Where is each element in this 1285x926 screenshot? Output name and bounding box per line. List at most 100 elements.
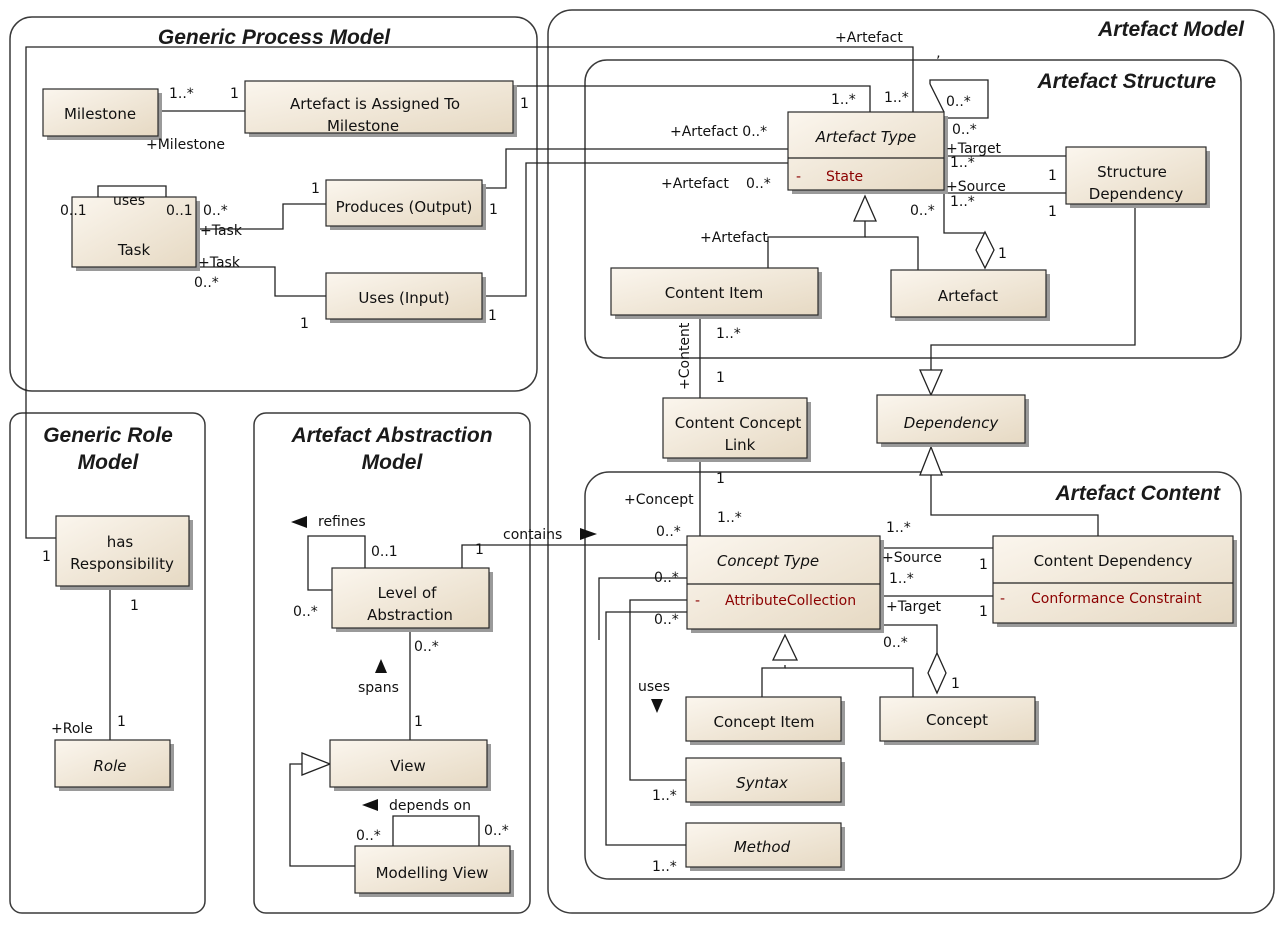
class-milestone[interactable]: Milestone	[42, 88, 162, 140]
association-labels: 1..* 1 +Milestone 1 +Artefact 1..* 1..* …	[42, 30, 1057, 875]
multiplicity: 1..*	[886, 520, 911, 536]
class-name: Artefact is Assigned To	[290, 95, 460, 113]
role-label: +Task	[198, 255, 241, 271]
multiplicity: 1..*	[889, 571, 914, 587]
class-concept-item[interactable]: Concept Item	[685, 696, 845, 745]
class-name-line2: Milestone	[327, 117, 399, 135]
generalization-arrow	[919, 445, 943, 476]
attribute-visibility: -	[695, 593, 700, 609]
class-name: Method	[734, 838, 791, 856]
multiplicity: 1	[230, 86, 239, 102]
class-name: Artefact Type	[815, 128, 916, 146]
package-title-line2: Model	[78, 451, 140, 474]
class-produces-output[interactable]: Produces (Output)	[325, 179, 486, 230]
multiplicity: 0..*	[910, 203, 935, 219]
multiplicity: 0..*	[656, 524, 681, 540]
class-structure-dependency[interactable]: Structure Dependency	[1065, 146, 1210, 208]
class-name: Concept	[926, 711, 988, 729]
class-artefact[interactable]: Artefact	[890, 269, 1050, 321]
class-uses-input[interactable]: Uses (Input)	[325, 272, 486, 323]
class-concept[interactable]: Concept	[879, 696, 1039, 745]
multiplicity: 1	[311, 181, 320, 197]
multiplicity: 1..*	[169, 86, 194, 102]
class-modelling-view[interactable]: Modelling View	[354, 845, 514, 897]
class-name: Uses (Input)	[358, 289, 449, 307]
attribute-collection: AttributeCollection	[725, 593, 856, 609]
class-name: Content Dependency	[1034, 552, 1193, 570]
class-name: Role	[94, 757, 127, 775]
package-title: Artefact Model	[1097, 18, 1245, 41]
multiplicity: 1	[414, 714, 423, 730]
uses-arrow-icon	[651, 699, 663, 713]
class-content-concept-link[interactable]: Content Concept Link	[662, 397, 811, 462]
attribute-visibility: -	[1000, 591, 1005, 607]
class-name: Syntax	[736, 774, 788, 792]
aggregation-diamond	[975, 230, 995, 270]
attribute-visibility: -	[796, 169, 801, 185]
multiplicity: 1..*	[950, 155, 975, 171]
self-association-mark: ’	[936, 54, 940, 70]
attribute-conformance-constraint: Conformance Constraint	[1031, 591, 1202, 607]
role-label: +Artefact	[835, 30, 903, 46]
role-label: +Role	[51, 721, 93, 737]
multiplicity: 1..*	[652, 788, 677, 804]
package-title: Artefact Content	[1054, 482, 1221, 505]
class-level-of-abstraction[interactable]: Level of Abstraction	[331, 567, 493, 632]
multiplicity: 1	[475, 542, 484, 558]
multiplicity: 1	[951, 676, 960, 692]
class-has-responsibility[interactable]: has Responsibility	[55, 515, 193, 590]
multiplicity: 1..*	[717, 510, 742, 526]
depends-on-arrow-icon	[362, 799, 378, 811]
class-view[interactable]: View	[329, 739, 491, 791]
role-label: +Milestone	[146, 137, 225, 153]
association-name: depends on	[389, 798, 471, 814]
generalization-arrow	[853, 194, 877, 222]
class-artefact-type[interactable]: Artefact Type - State	[787, 111, 948, 194]
generalization-arrow	[301, 752, 332, 776]
multiplicity: 1..*	[884, 90, 909, 106]
class-content-dependency[interactable]: Content Dependency - Conformance Constra…	[992, 535, 1237, 627]
association-name: uses	[113, 193, 145, 209]
class-content-item[interactable]: Content Item	[610, 267, 822, 319]
class-method[interactable]: Method	[685, 822, 845, 871]
role-label: +Target	[946, 141, 1002, 157]
class-name: Artefact	[938, 287, 998, 305]
association-name: refines	[318, 514, 366, 530]
refines-arrow-icon	[291, 516, 307, 528]
role-label: +Artefact	[700, 230, 768, 246]
class-dependency[interactable]: Dependency	[876, 394, 1029, 447]
multiplicity: 1	[979, 604, 988, 620]
multiplicity: 0..1	[60, 203, 87, 219]
generalization-arrow	[919, 369, 943, 397]
package-title: Generic Role	[43, 424, 173, 447]
package-title: Artefact Structure	[1036, 70, 1216, 93]
multiplicity: 0..*	[356, 828, 381, 844]
class-name: View	[390, 757, 426, 775]
class-name: Produces (Output)	[336, 198, 473, 216]
role-label: +Artefact	[661, 176, 729, 192]
multiplicity: 1	[520, 96, 529, 112]
role-label: +Source	[882, 550, 942, 566]
multiplicity: 1	[979, 557, 988, 573]
class-name: Level of	[378, 584, 438, 602]
class-name: Structure	[1097, 163, 1167, 181]
class-concept-type[interactable]: Concept Type - AttributeCollection	[686, 535, 884, 633]
class-name: Modelling View	[376, 864, 489, 882]
multiplicity: 1	[716, 471, 725, 487]
role-label: +Source	[946, 179, 1006, 195]
class-name: Concept Item	[714, 713, 815, 731]
role-label: +Content	[677, 322, 693, 390]
package-title: Artefact Abstraction	[290, 424, 492, 447]
aggregation-diamond	[927, 651, 947, 695]
class-name: Content Item	[665, 284, 764, 302]
class-task[interactable]: Task	[71, 196, 200, 271]
multiplicity: 1	[998, 246, 1007, 262]
multiplicity: 1	[117, 714, 126, 730]
role-label: +Task	[200, 223, 243, 239]
multiplicity: 1..*	[950, 194, 975, 210]
class-artefact-is-assigned-to-milestone[interactable]: Artefact is Assigned To Milestone	[244, 80, 517, 137]
multiplicity: 0..*	[746, 176, 771, 192]
class-syntax[interactable]: Syntax	[685, 757, 845, 806]
class-role[interactable]: Role	[54, 739, 174, 791]
